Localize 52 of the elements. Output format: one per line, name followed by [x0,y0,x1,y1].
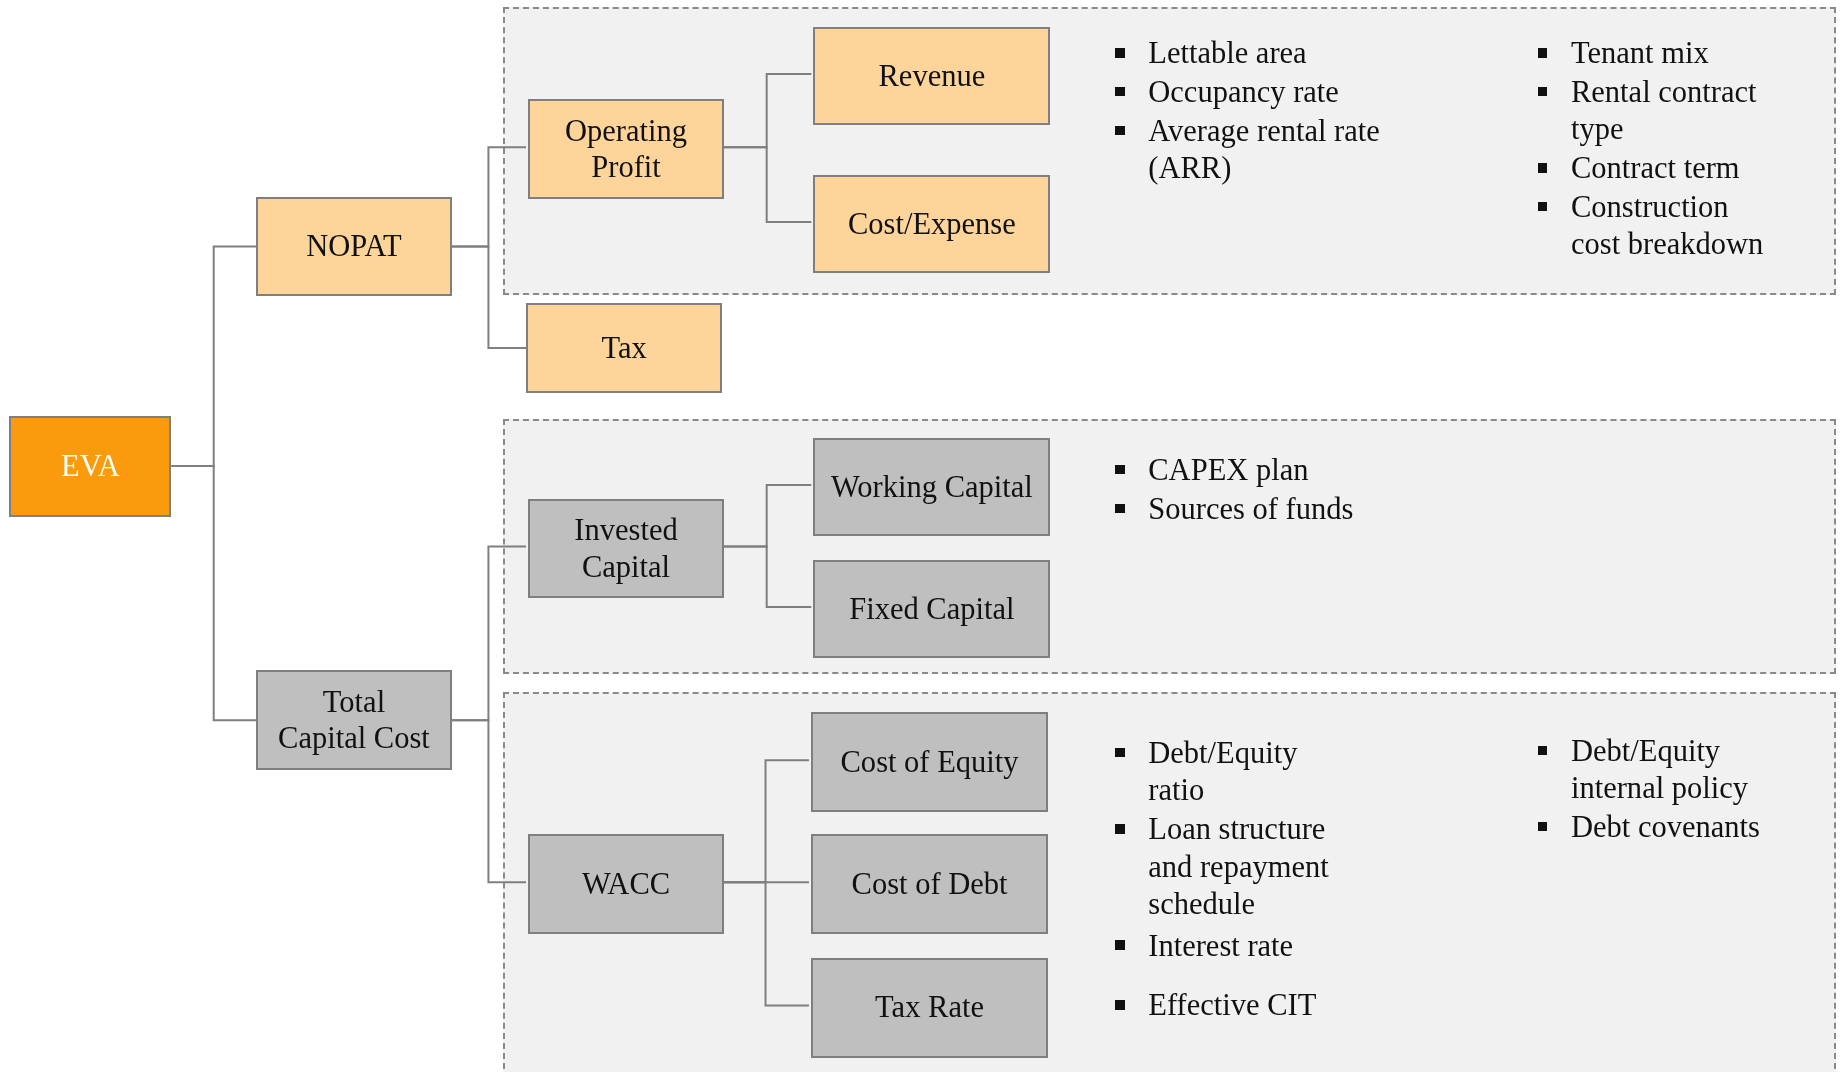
bullet-text: Interest rate [1148,927,1295,965]
connector-line [451,245,527,350]
connector-line [451,719,527,884]
bullet-text: Average rental rate (ARR) [1148,112,1381,187]
process-box [810,834,1049,935]
bullet-text: Rental contract type [1570,73,1758,149]
process-box [255,670,452,771]
bullet-text: Contract term [1570,150,1741,188]
dashed-group-panel [502,7,1837,295]
process-box [813,437,1051,537]
node-label: Working Capital [830,468,1033,506]
process-box [813,559,1051,659]
dashed-group-panel [502,419,1837,674]
process-box [255,197,452,296]
node-label: Operating Profit [564,112,689,186]
node-label: Cost of Equity [840,743,1019,781]
bullet-text: Loan structure and repayment schedule [1148,811,1330,923]
bullet-text: Occupancy rate [1148,73,1340,111]
process-box [810,712,1049,813]
connector-line [721,146,813,223]
process-box [528,834,725,935]
node-label: Tax Rate [875,989,984,1026]
connector-line [721,881,810,1007]
bullet-text: Tenant mix [1570,35,1710,73]
node-label: Total Capital Cost [277,683,431,757]
node-label: Tax [601,329,647,367]
bullet-text: Construction cost breakdown [1570,189,1765,264]
node-label: NOPAT [306,228,402,265]
process-box [528,99,725,200]
node-label: WACC [581,866,671,903]
bullet-text: Debt/Equity internal policy [1570,732,1750,807]
process-box [528,498,725,599]
bullet-text: Lettable area [1148,35,1308,73]
node-label: Revenue [878,57,986,95]
node-label: Fixed Capital [849,590,1015,628]
process-box [810,957,1049,1058]
connector-line [170,465,257,722]
process-box [9,415,172,517]
bullet-text: Sources of funds [1148,490,1355,528]
bullet-text: Effective CIT [1148,987,1318,1025]
process-box [813,174,1051,274]
process-box [526,302,723,394]
node-label: Invested Capital [573,511,679,586]
process-box [813,26,1051,126]
dashed-group-panel [502,691,1837,1072]
node-label: Cost/Expense [847,205,1016,243]
bullet-text: Debt covenants [1570,808,1761,846]
bullet-text: Debt/Equity ratio [1148,735,1299,810]
node-label: EVA [61,447,120,485]
connector-line [721,545,813,608]
bullet-text: CAPEX plan [1148,452,1310,490]
node-label: Cost of Debt [851,866,1008,903]
